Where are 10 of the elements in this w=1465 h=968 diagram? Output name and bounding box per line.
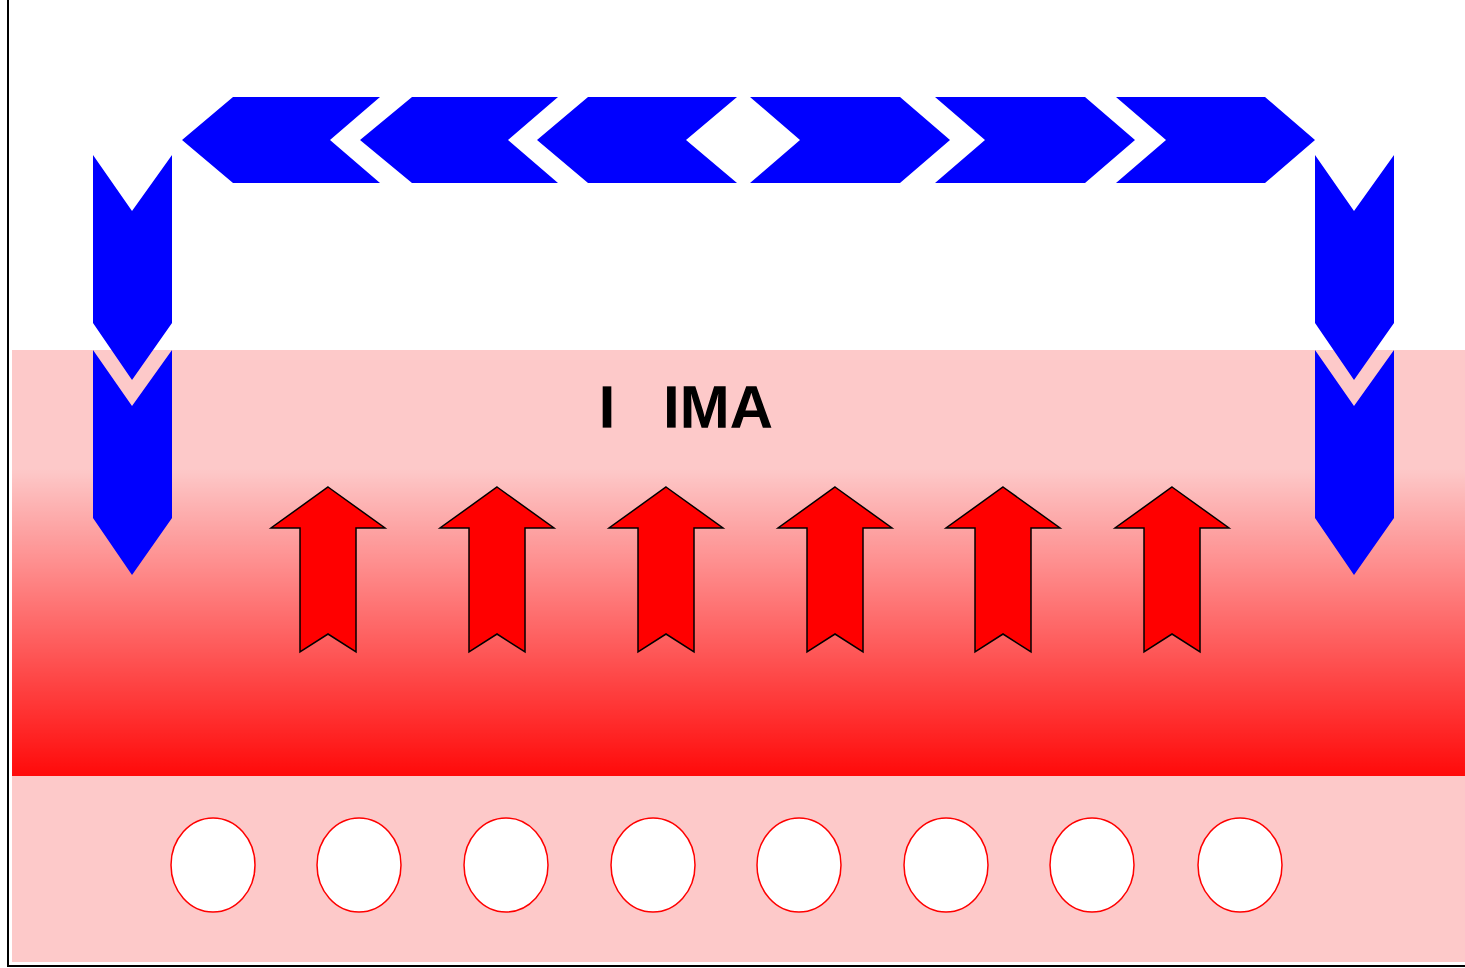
circle <box>1197 817 1283 913</box>
circle <box>316 817 402 913</box>
heading-text: I <box>602 386 612 428</box>
circle <box>463 817 549 913</box>
heading-text: IMA <box>667 386 772 428</box>
circle <box>610 817 696 913</box>
circle <box>903 817 989 913</box>
circle <box>170 817 256 913</box>
circle <box>756 817 842 913</box>
circle <box>1049 817 1135 913</box>
